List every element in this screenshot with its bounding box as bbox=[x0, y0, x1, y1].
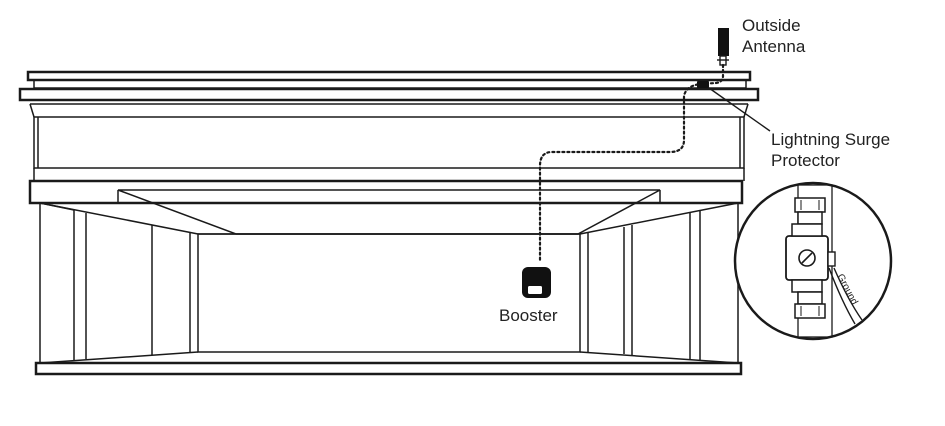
outside-antenna-label-line-2: Antenna bbox=[742, 37, 806, 56]
floor-slab bbox=[34, 361, 743, 376]
booster-icon bbox=[522, 267, 551, 298]
surge-protector-label-line-2: Protector bbox=[771, 151, 840, 170]
lightning-surge-protector-icon bbox=[697, 81, 709, 88]
ceiling-slab bbox=[28, 179, 744, 205]
booster-label: Booster bbox=[499, 306, 558, 325]
back-wall bbox=[197, 233, 581, 353]
outside-antenna-label: Outside Antenna bbox=[742, 15, 805, 57]
surge-protector-detail: Ground bbox=[733, 181, 893, 341]
roof-ledge bbox=[18, 87, 760, 102]
cable-path bbox=[538, 63, 725, 264]
surge-protector-label-line-1: Lightning Surge bbox=[771, 130, 891, 149]
ceiling-plane bbox=[117, 189, 661, 235]
outside-antenna-label-line-1: Outside bbox=[742, 16, 801, 35]
wall-band bbox=[33, 116, 745, 169]
roof-cap bbox=[26, 70, 752, 82]
building bbox=[18, 70, 760, 376]
surge-protector-leader-line bbox=[708, 87, 771, 132]
outside-antenna-icon bbox=[717, 28, 729, 66]
surge-protector-label: Lightning Surge Protector bbox=[771, 129, 890, 171]
